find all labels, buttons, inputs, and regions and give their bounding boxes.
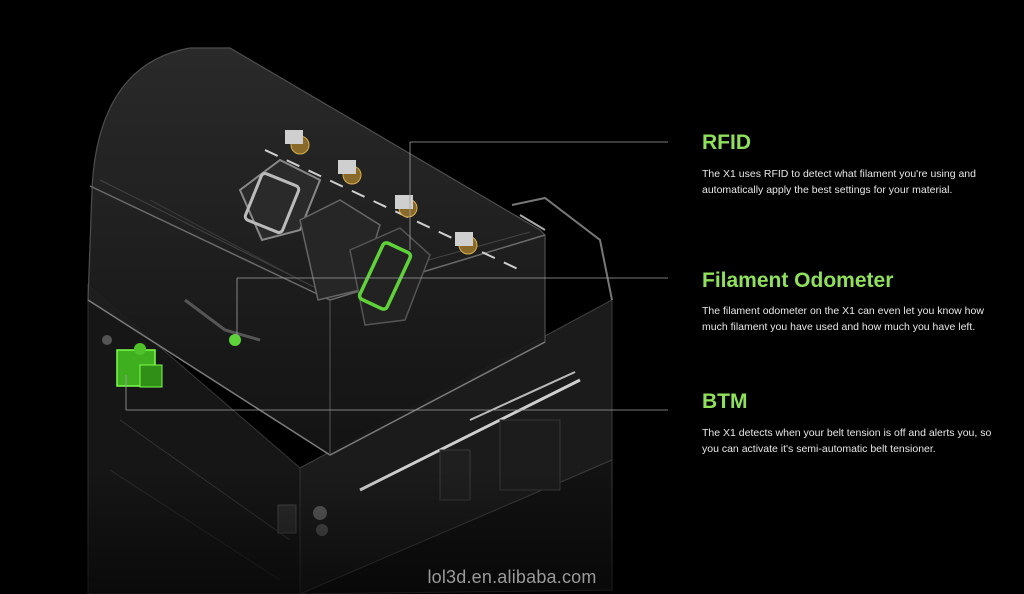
feature-title: RFID — [702, 131, 751, 154]
callout-lines — [125, 141, 668, 411]
feature-description: The filament odometer on the X1 can even… — [702, 305, 984, 333]
feature-description: The X1 uses RFID to detect what filament… — [702, 168, 976, 196]
rfid-reader-highlight — [357, 241, 413, 311]
feature-filament-odometer: Filament Odometer The filament odometer … — [702, 270, 1002, 335]
feature-btm: BTM The X1 detects when your belt tensio… — [702, 391, 1002, 457]
feature-rfid: RFID The X1 uses RFID to detect what fil… — [702, 132, 1002, 198]
feature-title: Filament Odometer — [702, 269, 894, 292]
ams-spool-bays — [238, 130, 521, 326]
feature-title: BTM — [702, 390, 748, 413]
filament-odometer-highlight — [184, 298, 261, 346]
feature-description: The X1 detects when your belt tension is… — [702, 427, 992, 455]
watermark: lol3d.en.alibaba.com — [427, 567, 597, 587]
btm-highlight — [116, 343, 163, 388]
